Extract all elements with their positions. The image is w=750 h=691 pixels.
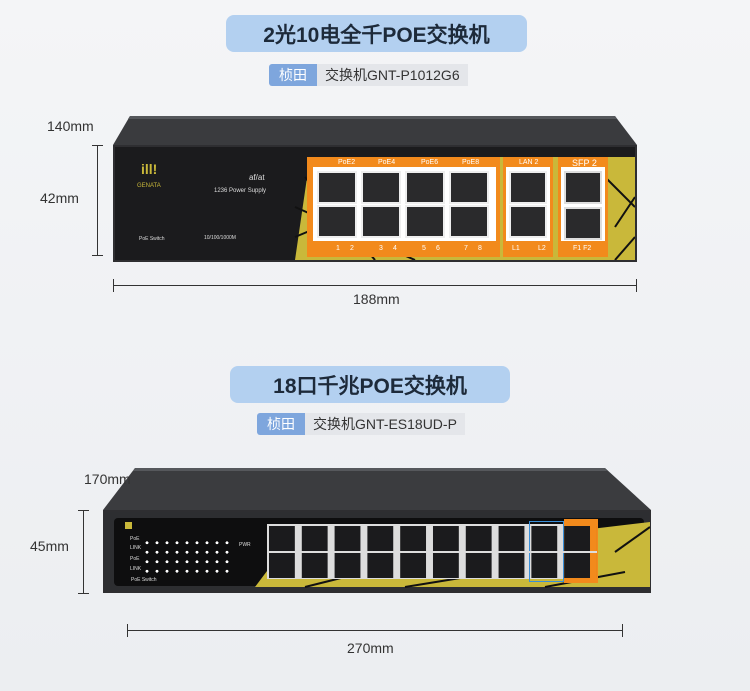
port-label: 5: [422, 245, 426, 252]
led-label: LINK: [130, 566, 142, 572]
port-label: PoE6: [421, 159, 439, 166]
switch1-top: [113, 116, 637, 145]
port-label: PoE2: [338, 159, 356, 166]
sfp-port[interactable]: [564, 207, 602, 240]
switch2-top: [103, 468, 651, 510]
type-label: PoE Switch: [139, 236, 165, 242]
port-label: L1: [512, 245, 520, 252]
model-name: 交换机GNT-ES18UD-P: [305, 413, 465, 435]
width-dimension-line: [127, 630, 623, 631]
status-leds: [142, 538, 232, 574]
ethernet-port[interactable]: [405, 171, 445, 204]
ethernet-port[interactable]: [361, 171, 401, 204]
type-label: PoE Switch: [131, 577, 157, 583]
depth-label: 140mm: [47, 118, 94, 134]
led-label: LINK: [130, 545, 142, 551]
ethernet-port[interactable]: [361, 205, 401, 238]
ethernet-port[interactable]: [317, 205, 357, 238]
ethernet-port[interactable]: [405, 205, 445, 238]
switch2-front-panel: PoE LINK PoE LINK PWR PoE Switch: [103, 510, 651, 593]
port-label: 1: [336, 245, 340, 252]
height-dimension-line: [97, 145, 98, 255]
port-label: LAN 2: [519, 159, 539, 166]
port-label: PoE8: [462, 159, 480, 166]
model-name: 交换机GNT-P1012G6: [317, 64, 468, 86]
brand-logo-icon: [125, 522, 132, 529]
port-label: L2: [538, 245, 546, 252]
led-label: PoE: [130, 556, 140, 562]
ethernet-port[interactable]: [449, 205, 489, 238]
sfp-port[interactable]: [564, 171, 602, 204]
width-label: 270mm: [347, 640, 394, 656]
brand-badge: 桢田: [269, 64, 317, 86]
ethernet-port[interactable]: [317, 171, 357, 204]
height-label: 45mm: [30, 538, 69, 554]
port-label: 8: [478, 245, 482, 252]
height-label: 42mm: [40, 190, 79, 206]
port-label: SFP 2: [572, 158, 597, 168]
product1-subtitle: 桢田 交换机GNT-P1012G6: [269, 64, 468, 86]
port-label: PoE4: [378, 159, 396, 166]
height-dimension-line: [83, 510, 84, 593]
port-label: 6: [436, 245, 440, 252]
standard-label: af/at: [249, 173, 265, 182]
depth-label: 170mm: [84, 471, 131, 487]
power-led-label: PWR: [239, 542, 251, 548]
port-label: 2: [350, 245, 354, 252]
product2-title: 18口千兆POE交换机: [230, 366, 510, 403]
logo-text: GENATA: [137, 183, 161, 189]
power-label: 1236 Power Supply: [214, 188, 267, 194]
lan-port[interactable]: [509, 171, 547, 204]
width-label: 188mm: [353, 291, 400, 307]
width-dimension-line: [113, 285, 637, 286]
port-label: F1 F2: [573, 245, 592, 252]
led-label: PoE: [130, 536, 140, 542]
port-label: 4: [393, 245, 397, 252]
product2-subtitle: 桢田 交换机GNT-ES18UD-P: [257, 413, 465, 435]
switch1-front-panel: ill! GENATA af/at 1236 Power Supply PoE …: [113, 145, 637, 262]
port-label: 7: [464, 245, 468, 252]
port-label: 3: [379, 245, 383, 252]
ethernet-port[interactable]: [449, 171, 489, 204]
lan-port[interactable]: [509, 205, 547, 238]
brand-badge: 桢田: [257, 413, 305, 435]
speed-label: 10/100/1000M: [204, 235, 236, 241]
product1-title: 2光10电全千POE交换机: [226, 15, 527, 52]
brand-logo-icon: ill!: [141, 161, 158, 177]
